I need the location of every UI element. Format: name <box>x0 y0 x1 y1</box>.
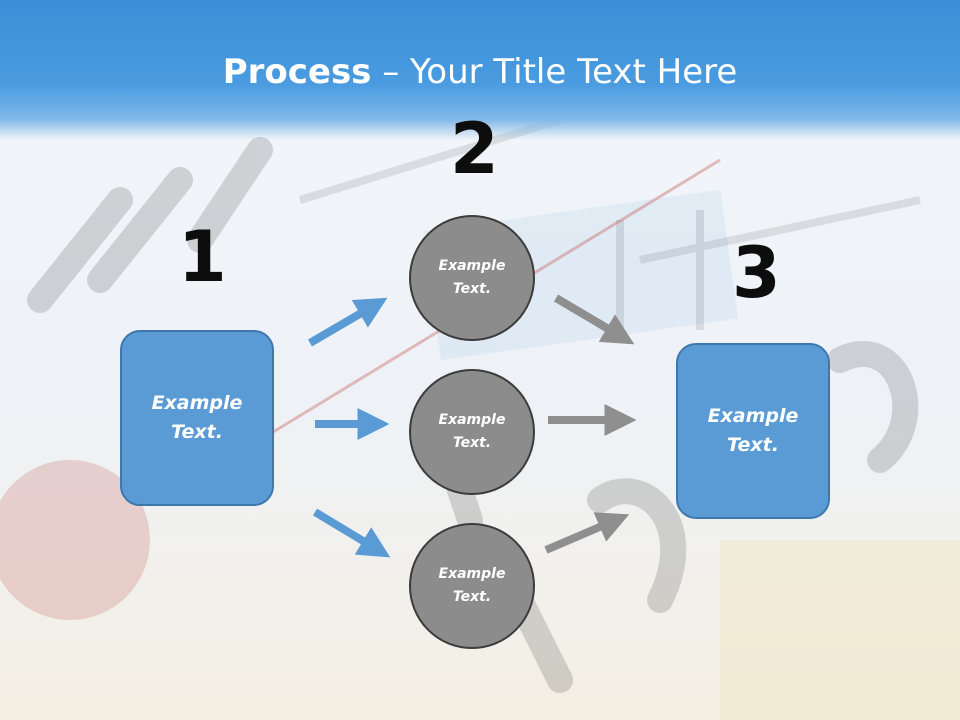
step-3-box-line2: Text. <box>727 434 779 456</box>
header-bar <box>0 0 960 140</box>
arrow-circle-1-to-3 <box>553 294 635 345</box>
step-1-box: Example Text. <box>120 330 274 506</box>
circle-top-line1: Example <box>438 258 506 274</box>
step-3-box-line1: Example <box>707 405 799 427</box>
step-1-box-line1: Example <box>151 392 243 414</box>
circle-bottom-line2: Text. <box>452 589 492 605</box>
arrow-circle-3-to-3 <box>544 512 630 554</box>
step-number-1: 1 <box>178 216 227 298</box>
step-2-circle-bottom: Example Text. <box>409 523 535 649</box>
page-title: Process – Your Title Text Here <box>0 52 960 92</box>
step-number-3: 3 <box>732 232 781 314</box>
circle-bottom-line1: Example <box>438 566 506 582</box>
arrow-1-to-circle-3 <box>312 508 391 558</box>
circle-middle-line1: Example <box>438 412 506 428</box>
step-3-box: Example Text. <box>676 343 830 519</box>
step-2-circle-top: Example Text. <box>409 215 535 341</box>
arrow-1-to-circle-1 <box>307 297 388 347</box>
step-2-circle-middle: Example Text. <box>409 369 535 495</box>
title-rest: – Your Title Text Here <box>371 52 738 92</box>
circle-middle-line2: Text. <box>452 435 492 451</box>
circle-top-line2: Text. <box>452 281 492 297</box>
step-1-box-line2: Text. <box>171 421 223 443</box>
title-bold: Process <box>222 52 372 92</box>
step-number-2: 2 <box>450 108 499 190</box>
